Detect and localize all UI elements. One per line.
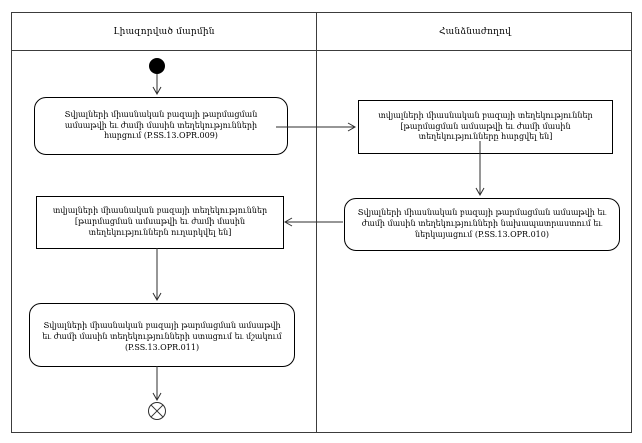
lane-header-commission: Հանձնաժողով [317,13,633,50]
action-node-label: Տվյալների միասնական բազայի թարմացման ամս… [42,321,282,352]
lane-title: Հանձնաժողով [439,26,511,37]
object-node-label: տվյալների միասնական բազայի տեղեկությունն… [378,110,593,142]
lane-title: Լիազորված մարմին [113,26,215,37]
header-divider-line [12,50,631,51]
action-node-opr010: Տվյալների միասնական բազայի թարմացման ամս… [344,198,620,251]
action-node-opr011: Տվյալների միասնական բազայի թարմացման ամս… [29,303,295,367]
action-node-label: Տվյալների միասնական բազայի թարմացման ամս… [357,208,607,239]
object-node-info-requested: տվյալների միասնական բազայի տեղեկությունն… [358,100,613,154]
object-node-info-sent: տվյալների միասնական բազայի տեղեկությունն… [36,196,284,249]
diagram-frame: Լիազորված մարմին Հանձնաժողով Տվյալների մ… [11,12,632,433]
action-node-opr009: Տվյալների միասնական բազայի թարմացման ամս… [34,97,288,155]
lane-header-authorized-body: Լիազորված մարմին [12,13,316,50]
action-node-label: Տվյալների միասնական բազայի թարմացման ամս… [64,109,258,141]
object-node-label: տվյալների միասնական բազայի տեղեկությունն… [52,206,268,237]
lane-divider-line [316,13,317,432]
